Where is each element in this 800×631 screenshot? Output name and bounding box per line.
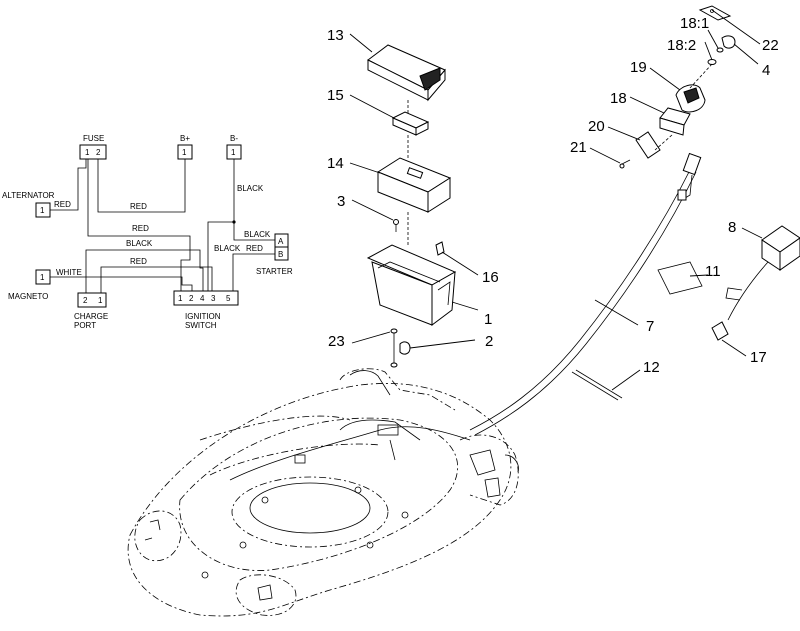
wire-label-black-bminus: BLACK bbox=[237, 184, 264, 193]
callout-12: 12 bbox=[643, 359, 660, 376]
magneto-label: MAGNETO bbox=[8, 292, 48, 301]
alternator-pin: 1 bbox=[40, 206, 45, 215]
callout-1: 1 bbox=[484, 311, 492, 328]
leader-lines bbox=[349, 9, 763, 391]
wire-label-black-charge: BLACK bbox=[126, 239, 153, 248]
wire-harness bbox=[469, 152, 702, 436]
starter-pin-b: B bbox=[278, 250, 283, 259]
deck-center-opening bbox=[249, 482, 371, 534]
magneto-pin: 1 bbox=[40, 273, 45, 282]
battery-stack bbox=[366, 44, 457, 368]
callout-numbers: 13 15 14 3 16 1 23 2 18:1 18:2 22 4 19 1… bbox=[327, 15, 779, 376]
bplus-pin: 1 bbox=[182, 148, 187, 157]
charge-port-label-line1: CHARGE bbox=[74, 312, 108, 321]
fuse-label: FUSE bbox=[83, 134, 104, 143]
bminus-pin: 1 bbox=[231, 148, 236, 157]
callout-18-2: 18:2 bbox=[667, 37, 696, 54]
callout-22: 22 bbox=[762, 37, 779, 54]
starter-terminal-b bbox=[274, 246, 289, 261]
ignition-label-line1: IGNITION bbox=[185, 312, 221, 321]
ignition-switch-box bbox=[173, 290, 239, 306]
callout-4: 4 bbox=[762, 62, 770, 79]
ignition-pin-4: 4 bbox=[200, 294, 205, 303]
callout-7: 7 bbox=[646, 318, 654, 335]
charge-port-pin-1: 1 bbox=[98, 296, 103, 305]
wire-label-red-alternator: RED bbox=[54, 200, 71, 209]
harness-plug bbox=[677, 189, 687, 201]
fuse-pin-1: 1 bbox=[85, 148, 90, 157]
callout-3: 3 bbox=[337, 193, 345, 210]
wiring-schematic: FUSE 1 2 B+ 1 B- 1 ALTERNATOR 1 1 MAGNET… bbox=[2, 134, 293, 330]
callout-23: 23 bbox=[328, 333, 345, 350]
callout-15: 15 bbox=[327, 87, 344, 104]
callout-17: 17 bbox=[750, 349, 767, 366]
wire-label-black-ignition: BLACK bbox=[214, 244, 241, 253]
callout-18-1: 18:1 bbox=[680, 15, 709, 32]
callout-19: 19 bbox=[630, 59, 647, 76]
fuse-pin-2: 2 bbox=[96, 148, 101, 157]
callout-20: 20 bbox=[588, 118, 605, 135]
callout-2: 2 bbox=[485, 333, 493, 350]
harness-connector bbox=[682, 152, 702, 176]
wires: RED RED RED WHITE BLACK RED BLACK BLACK bbox=[50, 159, 275, 293]
callout-18: 18 bbox=[610, 90, 627, 107]
callout-8: 8 bbox=[728, 219, 736, 236]
wire-label-white: WHITE bbox=[56, 268, 82, 277]
label-sheet bbox=[657, 261, 703, 295]
bminus-label: B- bbox=[230, 134, 238, 143]
wire-label-black-starter: BLACK bbox=[244, 230, 271, 239]
callout-13: 13 bbox=[327, 27, 344, 44]
wire-label-red-starter: RED bbox=[246, 244, 263, 253]
wire-label-red-ignition: RED bbox=[132, 224, 149, 233]
callout-14: 14 bbox=[327, 155, 344, 172]
charger-plug bbox=[711, 321, 729, 341]
wire-label-red-charge: RED bbox=[130, 257, 147, 266]
callout-11: 11 bbox=[705, 263, 721, 280]
callout-21: 21 bbox=[570, 139, 587, 156]
wire-label-red-bplus: RED bbox=[130, 202, 147, 211]
starter-pin-a: A bbox=[278, 237, 284, 246]
ignition-pin-3: 3 bbox=[211, 294, 216, 303]
callout-16: 16 bbox=[482, 269, 499, 286]
charge-port-box bbox=[77, 292, 107, 308]
alternator-label: ALTERNATOR bbox=[2, 191, 55, 200]
fuse-box bbox=[79, 144, 107, 160]
ignition-pin-5: 5 bbox=[226, 294, 231, 303]
bplus-label: B+ bbox=[180, 134, 190, 143]
ignition-pin-2: 2 bbox=[189, 294, 194, 303]
mower-deck bbox=[127, 368, 519, 617]
key-switch-assembly bbox=[619, 5, 736, 169]
ignition-label-line2: SWITCH bbox=[185, 321, 217, 330]
starter-label: STARTER bbox=[256, 267, 293, 276]
charge-port-label-line2: PORT bbox=[74, 321, 96, 330]
ignition-pin-1: 1 bbox=[178, 294, 183, 303]
charger-assembly bbox=[571, 225, 800, 401]
charge-port-pin-2: 2 bbox=[83, 296, 88, 305]
